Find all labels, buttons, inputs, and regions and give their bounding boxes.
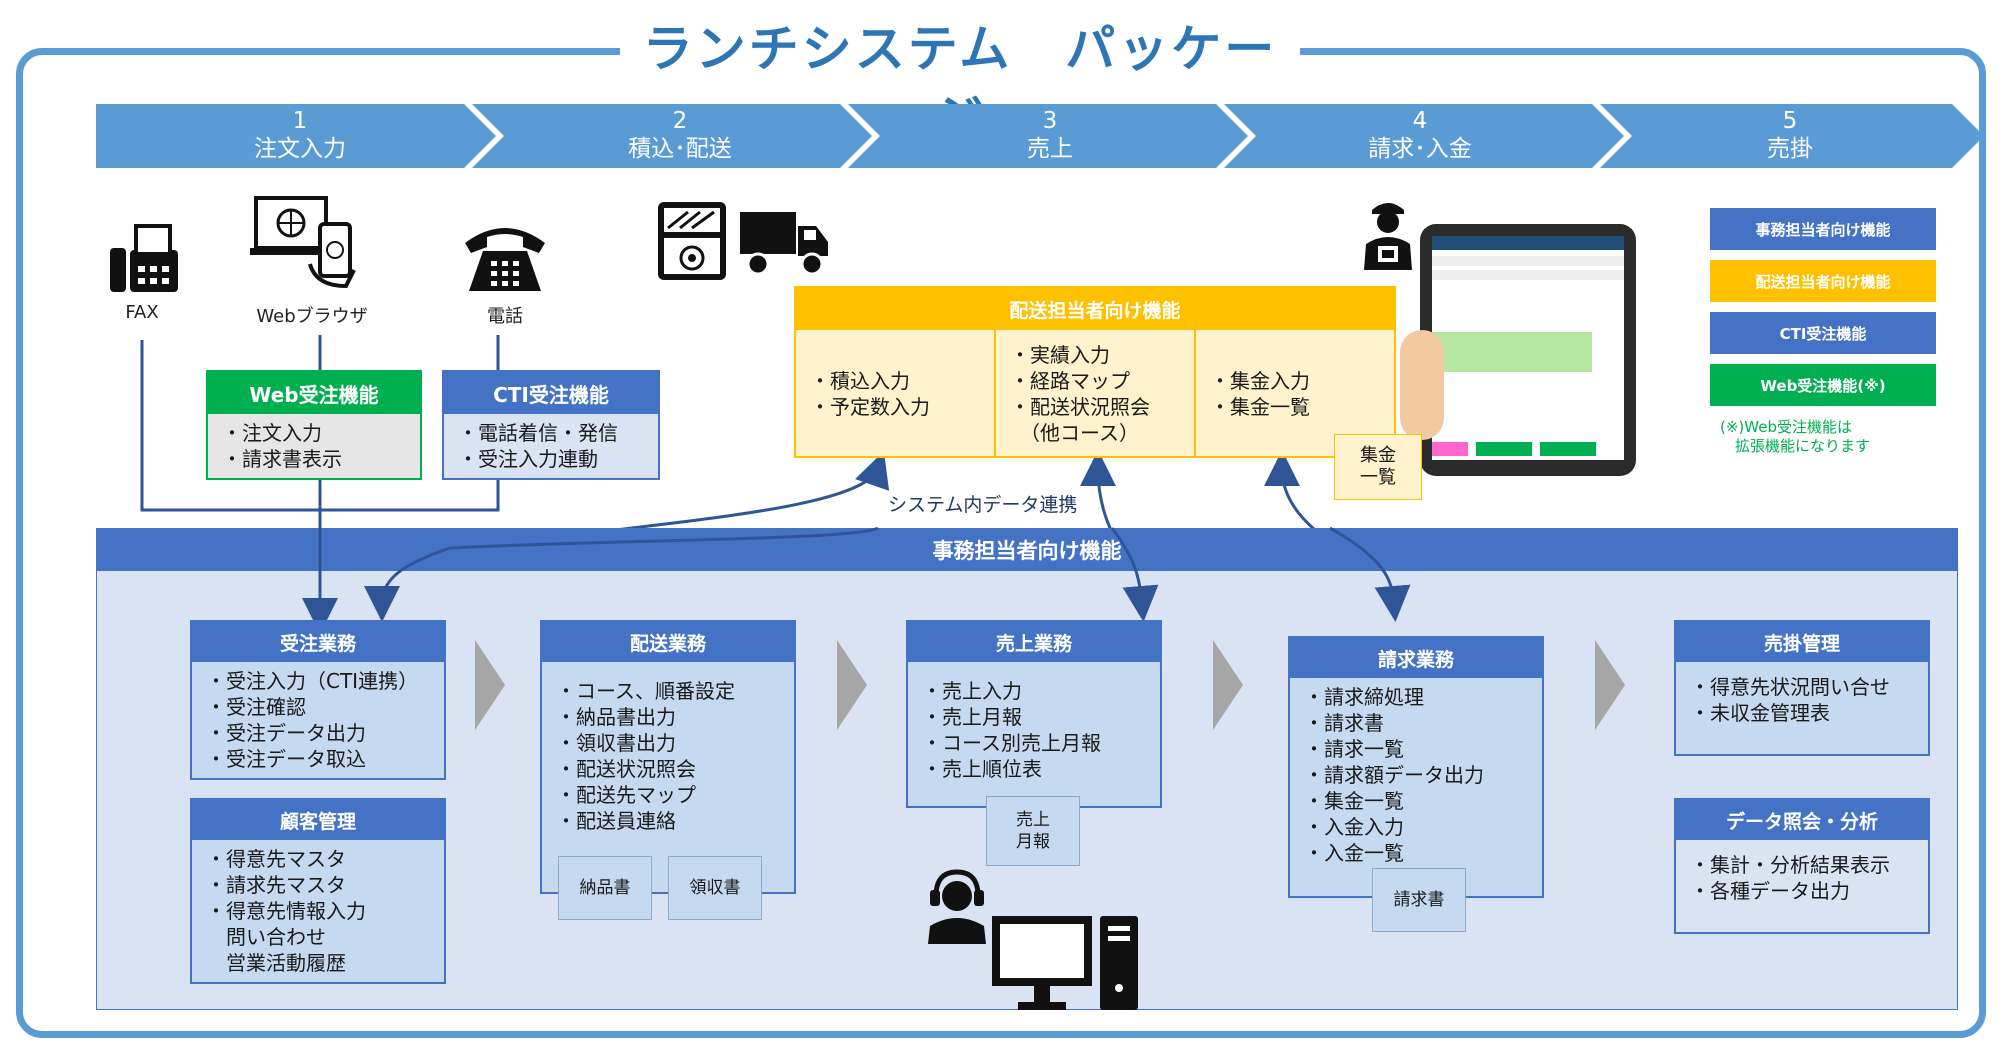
web-order-box: Web受注機能 ・注文入力 ・請求書表示 (206, 370, 422, 480)
step-2-number: 2 (672, 108, 688, 135)
collection-list-doc: 集金 一覧 (1334, 434, 1422, 500)
receivable-mgmt-box: 売掛管理 ・得意先状況問い合せ ・未収金管理表 (1674, 620, 1930, 756)
delivery-col-loading-items: ・積込入力 ・予定数入力 (810, 369, 930, 419)
step-1-label: 注文入力 (254, 136, 346, 162)
sales-work-box: 売上業務 ・売上入力 ・売上月報 ・コース別売上月報 ・売上順位表 (906, 620, 1162, 808)
receivable-mgmt-title: 売掛管理 (1676, 622, 1928, 662)
fax-label: FAX (125, 302, 159, 323)
sales-monthly-doc: 売上 月報 (986, 796, 1080, 866)
legend-delivery: 配送担当者向け機能 (1710, 260, 1936, 302)
billing-work-items: ・請求締処理 ・請求書 ・請求一覧 ・請求額データ出力 ・集金一覧 ・入金入力 … (1304, 685, 1484, 865)
flow-arrow-2 (837, 640, 867, 730)
delivery-work-items: ・コース、順番設定 ・納品書出力 ・領収書出力 ・配送状況照会 ・配送先マップ … (556, 679, 735, 833)
data-analysis-title: データ照会・分析 (1676, 800, 1928, 840)
billing-work-box: 請求業務 ・請求締処理 ・請求書 ・請求一覧 ・請求額データ出力 ・集金一覧 ・… (1288, 636, 1544, 898)
step-4-label: 請求･入金 (1368, 136, 1472, 162)
telephone-label: 電話 (487, 306, 523, 327)
step-4-chevron (1224, 104, 1624, 168)
tablet-device (1420, 224, 1636, 476)
step-3-number: 3 (1042, 108, 1058, 135)
delivery-col-collection-items: ・集金入力 ・集金一覧 (1210, 369, 1310, 419)
delivery-staff-panel: 配送担当者向け機能 ・積込入力 ・予定数入力 ・実績入力 ・経路マップ ・配送状… (794, 286, 1396, 458)
sync-arrow-billing-front (1329, 526, 1411, 622)
sync-curve-front (449, 526, 879, 550)
sync-arrow-sales-front (1110, 527, 1159, 622)
tablet-row (1432, 256, 1624, 266)
receivable-mgmt-items: ・得意先状況問い合せ ・未収金管理表 (1690, 675, 1890, 725)
delivery-work-box: 配送業務 ・コース、順番設定 ・納品書出力 ・領収書出力 ・配送状況照会 ・配送… (540, 620, 796, 894)
legend-web: Web受注機能(※) (1710, 364, 1936, 406)
sync-arrow-order-front (364, 546, 451, 622)
delivery-col-collection: ・集金入力 ・集金一覧 (1196, 330, 1396, 458)
step-5-number: 5 (1782, 108, 1798, 135)
tablet-highlight-row (1432, 332, 1592, 372)
step-2-chevron (472, 104, 872, 168)
tablet-button (1476, 442, 1532, 456)
tablet-header (1432, 236, 1624, 250)
customer-mgmt-box: 顧客管理 ・得意先マスタ ・請求先マスタ ・得意先情報入力 問い合わせ 営業活動… (190, 798, 446, 984)
truck-icon (738, 208, 830, 278)
office-staff-title: 事務担当者向け機能 (97, 529, 1957, 571)
step-5-chevron (1600, 104, 1984, 168)
telephone-icon (460, 216, 550, 296)
web-browser-icon (250, 194, 370, 290)
delivery-slip-doc: 納品書 (558, 856, 652, 920)
receipt-doc: 領収書 (668, 856, 762, 920)
flow-arrow-4 (1595, 640, 1625, 730)
delivery-col-results-items: ・実績入力 ・経路マップ ・配送状況照会 （他コース） (1010, 343, 1150, 445)
desktop-pc-icon (990, 912, 1140, 1016)
delivery-staff-title: 配送担当者向け機能 (796, 288, 1394, 330)
loading-scale-icon (656, 200, 728, 282)
sync-label: システム内データ連携 (888, 494, 1078, 516)
step-1-number: 1 (292, 108, 308, 135)
data-analysis-items: ・集計・分析結果表示 ・各種データ出力 (1690, 853, 1890, 903)
tablet-screen (1432, 236, 1624, 460)
step-3-chevron (848, 104, 1248, 168)
legend-note: (※)Web受注機能は 拡張機能になります (1720, 418, 1871, 455)
hand-icon (1400, 330, 1444, 440)
step-5-label: 売掛 (1767, 136, 1813, 162)
step-2-label: 積込･配送 (628, 136, 732, 162)
customer-mgmt-items: ・得意先マスタ ・請求先マスタ ・得意先情報入力 問い合わせ 営業活動履歴 (206, 847, 366, 975)
web-browser-label: Webブラウザ (256, 306, 368, 327)
sales-work-title: 売上業務 (908, 622, 1160, 662)
sales-work-items: ・売上入力 ・売上月報 ・コース別売上月報 ・売上順位表 (922, 679, 1101, 781)
legend-cti: CTI受注機能 (1710, 312, 1936, 354)
invoice-doc: 請求書 (1372, 868, 1466, 932)
delivery-col-loading: ・積込入力 ・予定数入力 (796, 330, 996, 458)
web-order-items: ・注文入力 ・請求書表示 (222, 421, 342, 471)
order-work-items: ・受注入力（CTI連携） ・受注確認 ・受注データ出力 ・受注データ取込 (206, 669, 419, 771)
step-3-label: 売上 (1027, 136, 1073, 162)
operator-headset-icon (924, 866, 990, 946)
web-order-title: Web受注機能 (208, 372, 420, 414)
legend-office: 事務担当者向け機能 (1710, 208, 1936, 250)
flow-arrow-3 (1213, 640, 1243, 730)
delivery-driver-icon (1360, 196, 1416, 272)
delivery-work-title: 配送業務 (542, 622, 794, 662)
delivery-col-results: ・実績入力 ・経路マップ ・配送状況照会 （他コース） (996, 330, 1196, 458)
step-1-chevron (96, 104, 496, 168)
billing-work-title: 請求業務 (1290, 638, 1542, 678)
tablet-row (1432, 270, 1624, 280)
data-analysis-box: データ照会・分析 ・集計・分析結果表示 ・各種データ出力 (1674, 798, 1930, 934)
fax-icon (104, 218, 184, 298)
tablet-button (1432, 442, 1468, 456)
customer-mgmt-title: 顧客管理 (192, 800, 444, 840)
order-work-box: 受注業務 ・受注入力（CTI連携） ・受注確認 ・受注データ出力 ・受注データ取… (190, 620, 446, 780)
cti-order-title: CTI受注機能 (444, 372, 658, 414)
tablet-button (1540, 442, 1596, 456)
cti-order-box: CTI受注機能 ・電話着信・発信 ・受注入力連動 (442, 370, 660, 480)
page-title: ランチシステム パッケージ (620, 14, 1300, 148)
order-work-title: 受注業務 (192, 622, 444, 662)
cti-order-items: ・電話着信・発信 ・受注入力連動 (458, 421, 618, 471)
step-4-number: 4 (1412, 108, 1428, 135)
flow-arrow-1 (475, 640, 505, 730)
